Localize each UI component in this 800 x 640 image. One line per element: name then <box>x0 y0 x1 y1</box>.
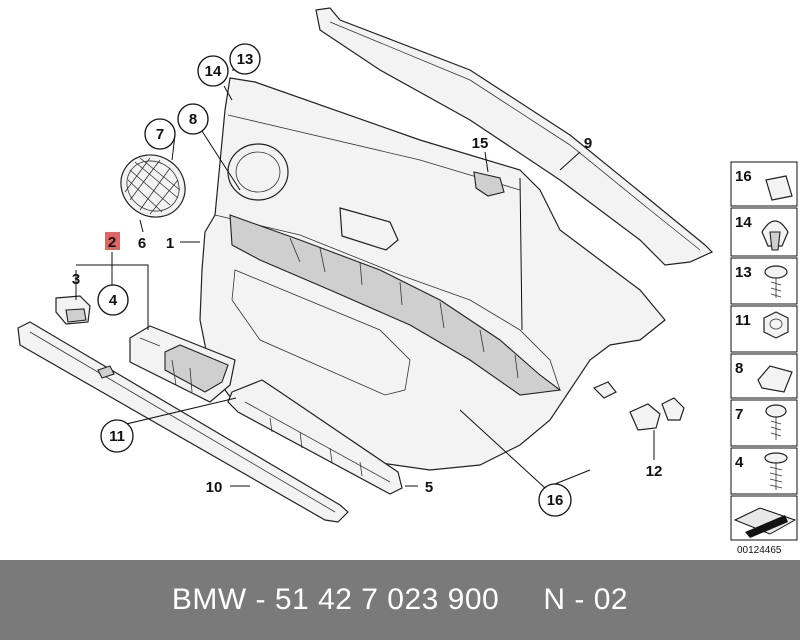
callout-2-highlighted: 2 <box>105 232 120 251</box>
svg-text:7: 7 <box>735 406 743 423</box>
part-number-text: BMW - 51 42 7 023 900 N - 02 <box>171 583 629 616</box>
part-6-speaker-grille <box>120 154 186 218</box>
svg-text:11: 11 <box>109 428 125 445</box>
side-item-16: 16 <box>730 161 798 207</box>
svg-text:3: 3 <box>72 271 80 288</box>
callout-3: 3 <box>72 271 80 288</box>
callout-6: 6 <box>138 235 146 252</box>
svg-text:14: 14 <box>735 214 752 231</box>
svg-text:14: 14 <box>205 63 222 80</box>
callout-1: 1 <box>166 235 174 252</box>
callout-15: 15 <box>472 135 489 152</box>
svg-text:2: 2 <box>108 234 116 251</box>
side-item-4: 4 <box>730 447 798 495</box>
part-5-handle <box>227 379 403 495</box>
side-item-8: 8 <box>730 353 798 399</box>
part-9-upper-trim <box>315 7 714 266</box>
svg-text:8: 8 <box>735 360 743 377</box>
svg-text:4: 4 <box>735 454 744 471</box>
part-11-armrest-trim <box>17 321 349 523</box>
svg-text:13: 13 <box>237 51 254 68</box>
callout-11: 11 <box>100 419 134 453</box>
side-item-7: 7 <box>730 399 798 447</box>
svg-text:6: 6 <box>138 235 146 252</box>
callout-16: 16 <box>538 483 572 517</box>
callout-12: 12 <box>646 463 663 480</box>
svg-text:15: 15 <box>472 135 489 152</box>
side-parts-panel: 16 14 13 11 8 7 <box>730 161 798 556</box>
svg-text:12: 12 <box>646 463 663 480</box>
svg-text:9: 9 <box>584 135 592 152</box>
svg-text:7: 7 <box>156 126 164 143</box>
part-3-housing <box>55 295 91 325</box>
side-item-11: 11 <box>730 305 798 353</box>
callout-5: 5 <box>425 479 433 496</box>
part-2-switch-block <box>129 325 236 403</box>
callout-13: 13 <box>229 43 261 75</box>
part-1-door-panel <box>199 77 666 471</box>
svg-text:1: 1 <box>166 235 174 252</box>
callout-7: 7 <box>144 118 176 150</box>
callout-9: 9 <box>584 135 592 152</box>
svg-text:8: 8 <box>189 111 197 128</box>
svg-text:10: 10 <box>206 479 223 496</box>
svg-text:5: 5 <box>425 479 433 496</box>
callout-4: 4 <box>97 284 129 316</box>
side-item-13: 13 <box>730 257 798 305</box>
part-12-clips <box>592 381 685 431</box>
svg-text:16: 16 <box>735 168 752 185</box>
parts-diagram: 13 14 8 7 15 9 6 1 2 3 4 11 10 5 <box>17 7 798 556</box>
part-15-clip <box>473 171 505 197</box>
highlight-marker <box>105 232 120 250</box>
callout-14: 14 <box>197 55 229 87</box>
side-item-14: 14 <box>730 207 798 257</box>
diagram-ref-number: 00124465 <box>737 545 782 556</box>
callout-8: 8 <box>177 103 209 135</box>
footer-bar: BMW - 51 42 7 023 900 N - 02 <box>0 560 800 640</box>
svg-text:16: 16 <box>547 492 564 509</box>
svg-text:4: 4 <box>109 292 118 309</box>
svg-text:11: 11 <box>735 312 751 329</box>
side-item-arrow <box>730 495 798 541</box>
callout-10: 10 <box>206 479 223 496</box>
svg-text:13: 13 <box>735 264 752 281</box>
